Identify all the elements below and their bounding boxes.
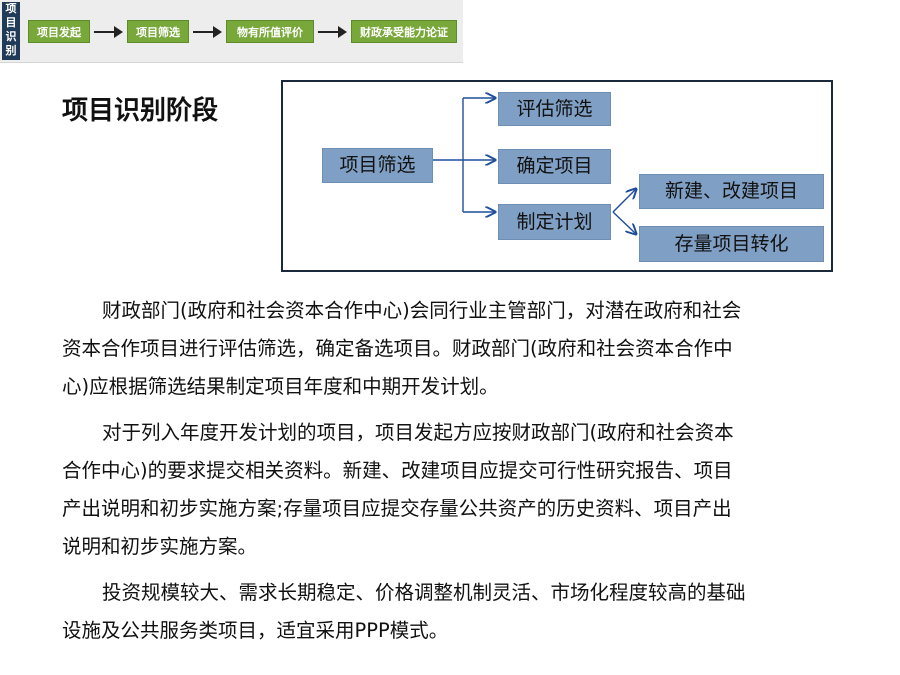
paragraph-line: 对于列入年度开发计划的项目，项目发起方应按财政部门(政府和社会资本 <box>102 421 734 444</box>
paragraph-line: 心)应根据筛选结果制定项目年度和中期开发计划。 <box>62 375 499 398</box>
step-value-for-money: 物有所值评价 <box>226 20 314 43</box>
paragraph-3: 投资规模较大、需求长期稳定、价格调整机制灵活、市场化程度较高的基础 设施及公共服… <box>62 574 862 650</box>
arrow-icon <box>193 26 222 38</box>
paragraph-line: 产出说明和初步实施方案;存量项目应提交存量公共资产的历史资料、项目产出 <box>62 497 732 520</box>
step-project-initiation: 项目发起 <box>28 20 90 43</box>
node-evaluation-screening: 评估筛选 <box>498 92 611 126</box>
paragraph-line: 合作中心)的要求提交相关资料。新建、改建项目应提交可行性研究报告、项目 <box>62 459 733 482</box>
node-project-screening: 项目筛选 <box>322 148 433 183</box>
step-project-screening: 项目筛选 <box>127 20 189 43</box>
arrow-icon <box>94 26 123 38</box>
node-new-rebuild-project: 新建、改建项目 <box>639 174 824 209</box>
paragraph-line: 说明和初步实施方案。 <box>62 535 258 558</box>
paragraph-line: 设施及公共服务类项目，适宜采用PPP模式。 <box>62 619 449 642</box>
page-title: 项目识别阶段 <box>62 96 219 126</box>
paragraph-1: 财政部门(政府和社会资本合作中心)会同行业主管部门，对潜在政府和社会 资本合作项… <box>62 292 862 406</box>
paragraph-line: 财政部门(政府和社会资本合作中心)会同行业主管部门，对潜在政府和社会 <box>102 299 742 322</box>
paragraph-2: 对于列入年度开发计划的项目，项目发起方应按财政部门(政府和社会资本 合作中心)的… <box>62 414 862 566</box>
node-confirm-project: 确定项目 <box>498 149 611 184</box>
step-fiscal-capacity: 财政承受能力论证 <box>351 20 457 43</box>
connector-lines <box>433 82 835 274</box>
arrow-icon <box>318 26 347 38</box>
node-stock-project-conversion: 存量项目转化 <box>639 226 824 262</box>
paragraph-line: 资本合作项目进行评估筛选，确定备选项目。财政部门(政府和社会资本合作中 <box>62 337 733 360</box>
screening-diagram: 项目筛选 评估筛选 确定项目 制定计划 新建、改建项目 存量项目转化 <box>281 80 833 272</box>
stage-tag: 项目识别 <box>2 2 20 60</box>
process-bar: 项目识别 项目发起 项目筛选 物有所值评价 财政承受能力论证 <box>0 0 463 63</box>
node-make-plan: 制定计划 <box>498 204 611 240</box>
paragraph-line: 投资规模较大、需求长期稳定、价格调整机制灵活、市场化程度较高的基础 <box>102 581 746 604</box>
